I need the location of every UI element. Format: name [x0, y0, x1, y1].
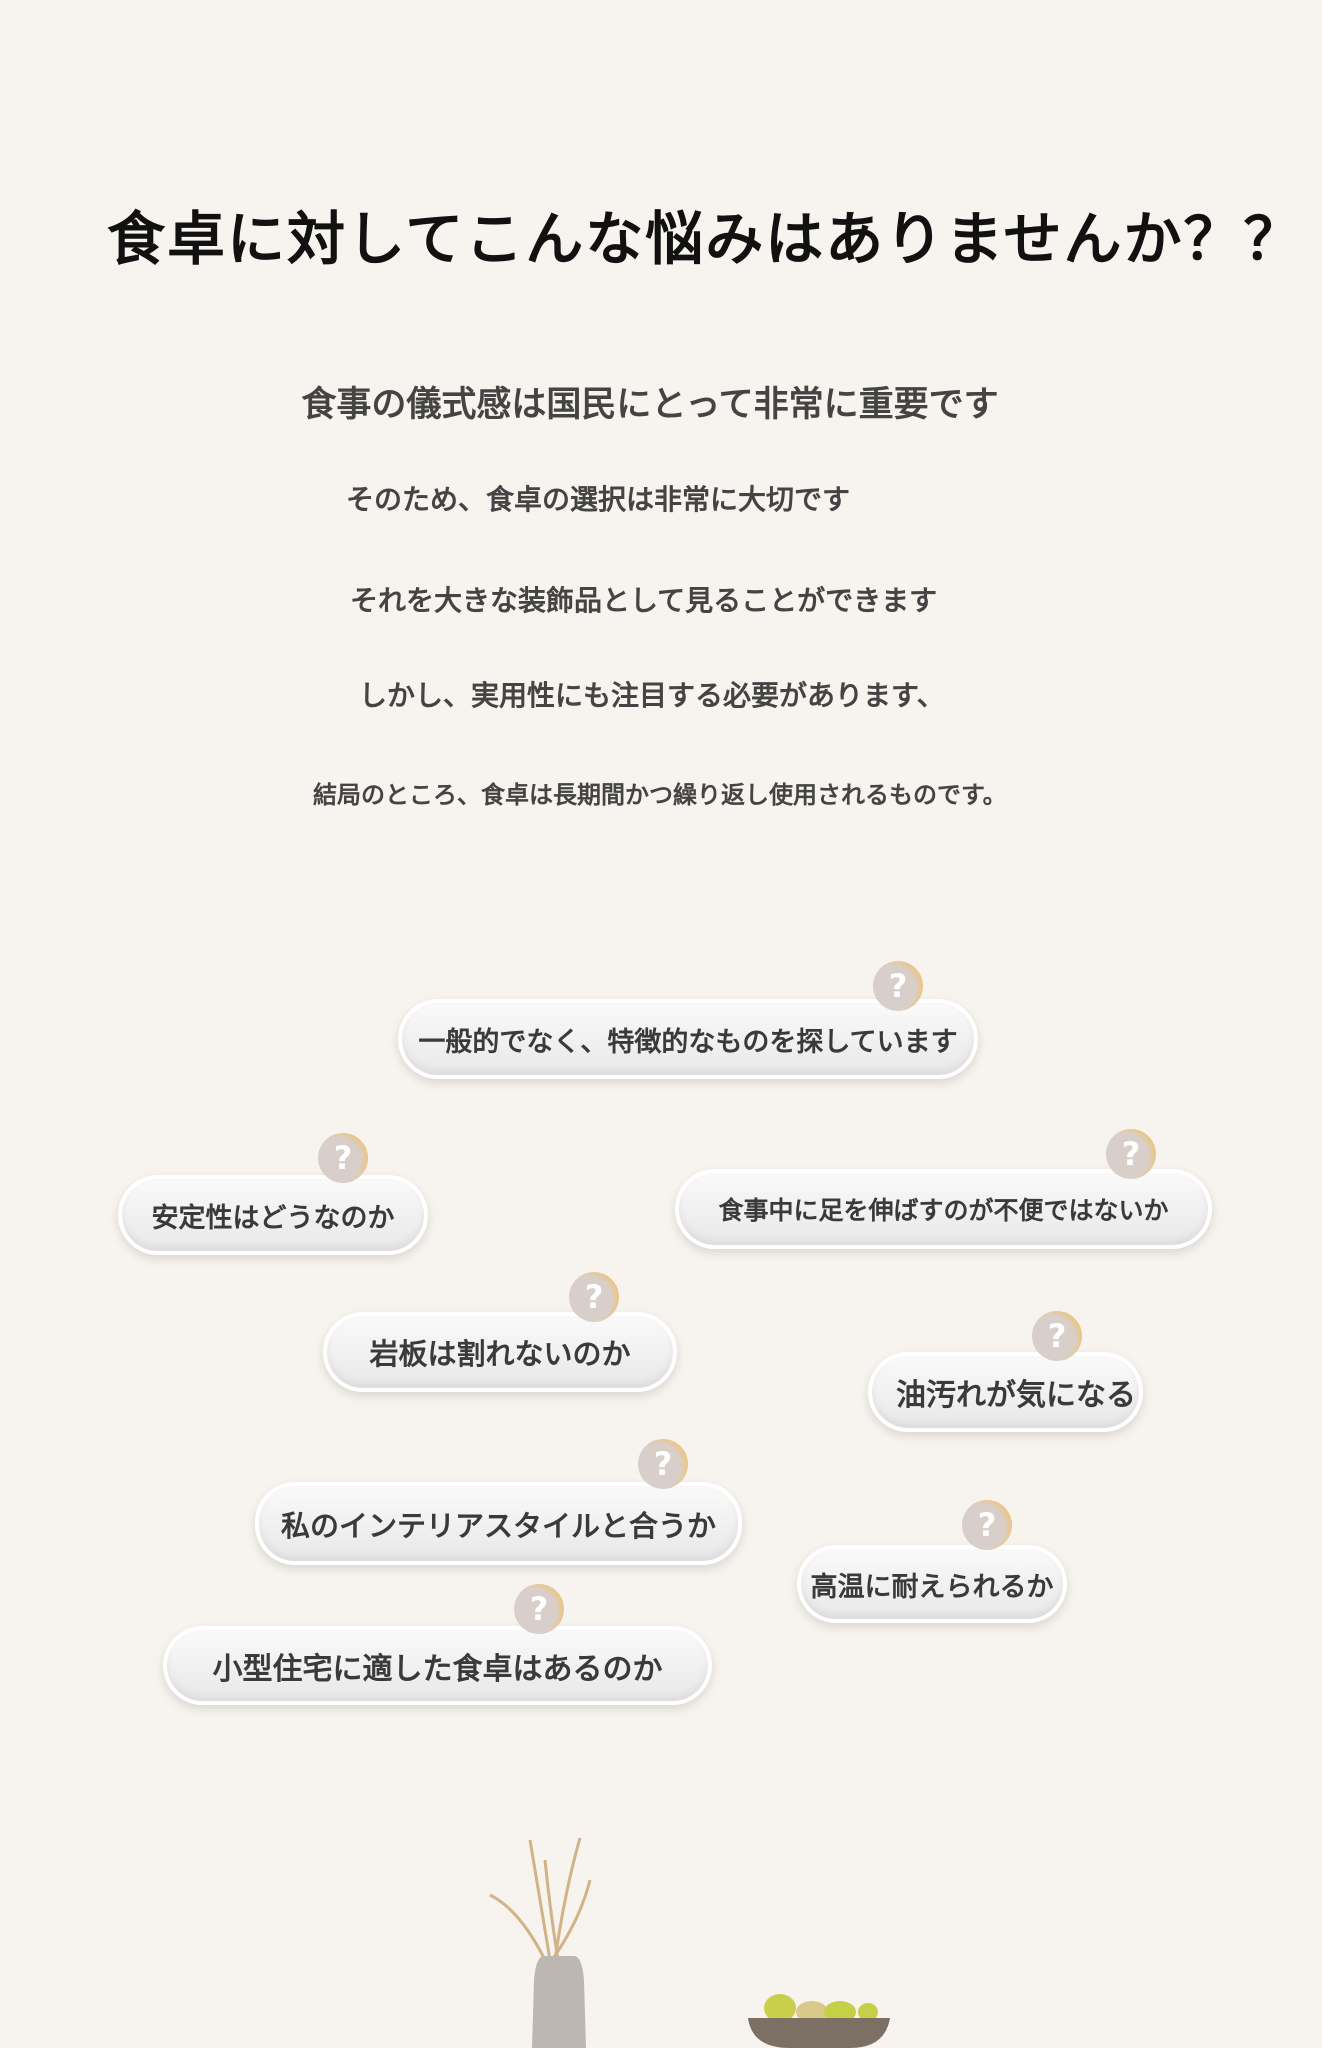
question-icon: ? [873, 961, 923, 1011]
page-title: 食卓に対してこんな悩みはありませんか？？ [107, 205, 1304, 273]
concern-bubble: 私のインテリアスタイルと合うか [255, 1482, 742, 1565]
vase-with-dried-flowers-image [489, 1837, 592, 2048]
intro-line: 結局のところ、食卓は長期間かつ繰り返し使用されるものです。 [313, 781, 1007, 809]
question-icon: ? [569, 1272, 619, 1322]
concern-text: 高温に耐えられるか [810, 1571, 1054, 1603]
question-icon: ? [1106, 1129, 1156, 1179]
concern-text: 安定性はどうなのか [151, 1202, 395, 1234]
concern-text: 油汚れが気になる [896, 1378, 1136, 1413]
concern-text: 私のインテリアスタイルと合うか [280, 1508, 716, 1543]
concern-bubble: 小型住宅に適した食卓はあるのか [163, 1626, 712, 1705]
concern-text: 一般的でなく、特徴的なものを探しています [418, 1026, 958, 1058]
question-icon: ? [638, 1439, 688, 1489]
intro-line: それを大きな装飾品として見ることができます [350, 584, 938, 617]
concern-text: 食事中に足を伸ばすのが不便ではないか [718, 1196, 1169, 1225]
concern-text: 岩板は割れないのか [369, 1337, 631, 1371]
concern-bubble: 油汚れが気になる [868, 1352, 1143, 1432]
concern-bubble: 安定性はどうなのか [118, 1175, 428, 1255]
question-icon: ? [318, 1133, 368, 1183]
question-icon: ? [514, 1584, 564, 1634]
intro-line: しかし、実用性にも注目する必要があります、 [359, 679, 945, 712]
fruit-bowl-image [748, 1994, 890, 2048]
concern-bubble: 岩板は割れないのか [323, 1312, 677, 1392]
question-icon: ? [1032, 1311, 1082, 1361]
concern-bubble: 一般的でなく、特徴的なものを探しています [398, 999, 978, 1079]
concern-text: 小型住宅に適した食卓はあるのか [212, 1651, 663, 1687]
intro-line: そのため、食卓の選択は非常に大切です [346, 483, 851, 516]
concern-bubble: 高温に耐えられるか [797, 1545, 1067, 1623]
question-icon: ? [962, 1500, 1012, 1550]
concern-bubble: 食事中に足を伸ばすのが不便ではないか [675, 1169, 1212, 1249]
intro-line: 食事の儀式感は国民にとって非常に重要です [301, 385, 999, 425]
